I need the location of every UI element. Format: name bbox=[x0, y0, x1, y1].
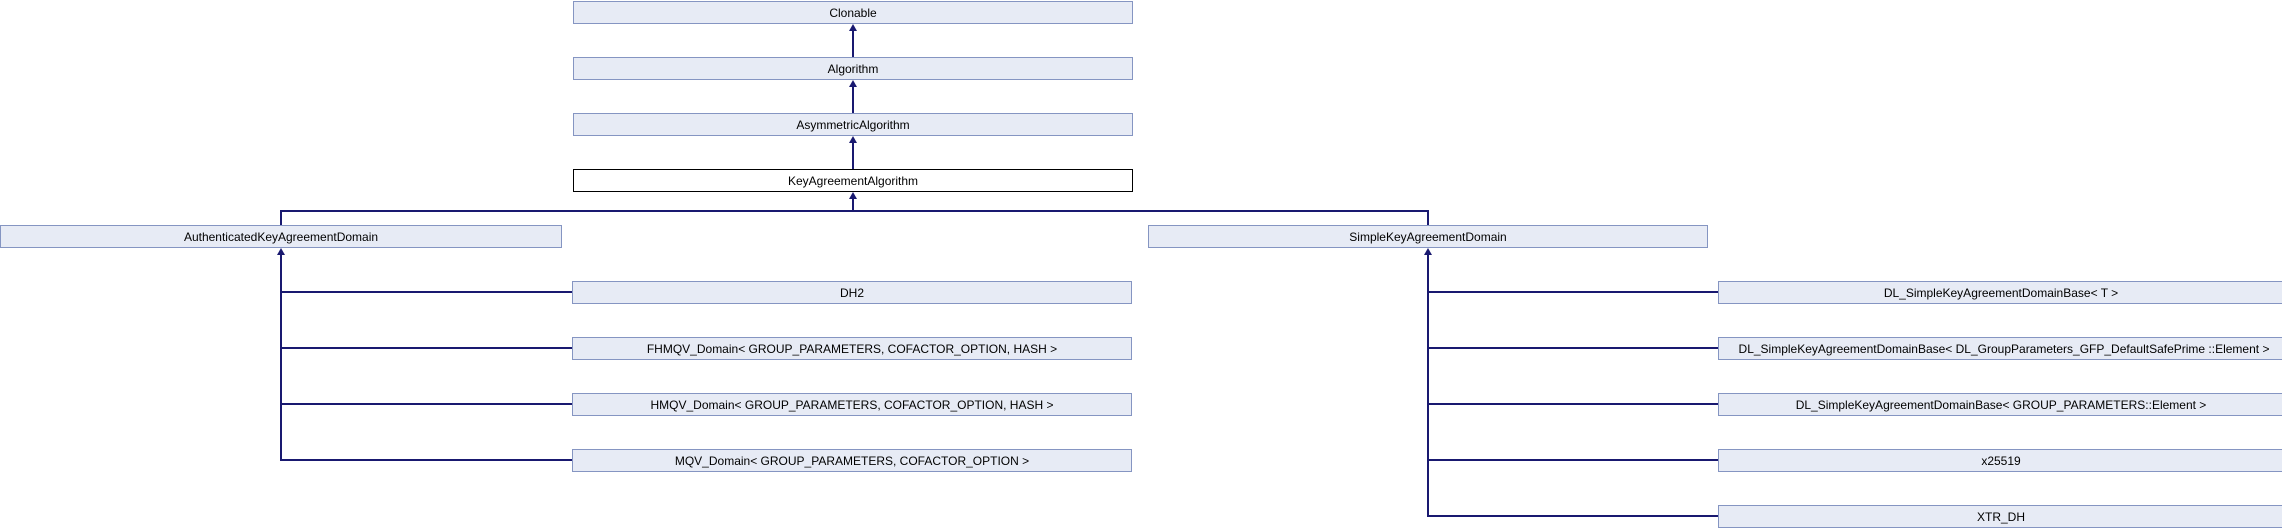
edge-drop-simple bbox=[1427, 210, 1429, 225]
node-xtr-dh[interactable]: XTR_DH bbox=[1718, 505, 2282, 528]
node-clonable[interactable]: Clonable bbox=[573, 1, 1133, 24]
arrowhead-children-to-authenticated bbox=[277, 248, 285, 255]
edge-branch-dl-base-gfp bbox=[1427, 347, 1718, 349]
edge-trunk-authenticated bbox=[280, 255, 282, 461]
node-hmqv-domain[interactable]: HMQV_Domain< GROUP_PARAMETERS, COFACTOR_… bbox=[572, 393, 1132, 416]
edge-trunk-simple bbox=[1427, 255, 1429, 517]
edge-branch-mqv bbox=[280, 459, 572, 461]
edge-keyagreement-to-asymmetric bbox=[852, 143, 854, 169]
node-dh2[interactable]: DH2 bbox=[572, 281, 1132, 304]
node-dl-simple-key-agreement-domain-base-gfp[interactable]: DL_SimpleKeyAgreementDomainBase< DL_Grou… bbox=[1718, 337, 2282, 360]
edge-branch-dl-base-element bbox=[1427, 403, 1718, 405]
arrowhead-algorithm-to-clonable bbox=[849, 24, 857, 31]
node-fhmqv-domain[interactable]: FHMQV_Domain< GROUP_PARAMETERS, COFACTOR… bbox=[572, 337, 1132, 360]
edge-branch-dl-base-t bbox=[1427, 291, 1718, 293]
node-mqv-domain[interactable]: MQV_Domain< GROUP_PARAMETERS, COFACTOR_O… bbox=[572, 449, 1132, 472]
node-asymmetric-algorithm[interactable]: AsymmetricAlgorithm bbox=[573, 113, 1133, 136]
edge-drop-authenticated bbox=[280, 210, 282, 225]
arrowhead-children-to-simple bbox=[1424, 248, 1432, 255]
node-simple-key-agreement-domain[interactable]: SimpleKeyAgreementDomain bbox=[1148, 225, 1708, 248]
arrowhead-keyagreement-to-asymmetric bbox=[849, 136, 857, 143]
edge-asymmetric-to-algorithm bbox=[852, 87, 854, 113]
node-authenticated-key-agreement-domain[interactable]: AuthenticatedKeyAgreementDomain bbox=[0, 225, 562, 248]
node-dl-simple-key-agreement-domain-base-t[interactable]: DL_SimpleKeyAgreementDomainBase< T > bbox=[1718, 281, 2282, 304]
node-x25519[interactable]: x25519 bbox=[1718, 449, 2282, 472]
edge-bus-domains bbox=[280, 210, 1429, 212]
node-key-agreement-algorithm: KeyAgreementAlgorithm bbox=[573, 169, 1133, 192]
edge-branch-x25519 bbox=[1427, 459, 1718, 461]
node-dl-simple-key-agreement-domain-base-element[interactable]: DL_SimpleKeyAgreementDomainBase< GROUP_P… bbox=[1718, 393, 2282, 416]
edge-branch-dh2 bbox=[280, 291, 572, 293]
edge-branch-xtr-dh bbox=[1427, 515, 1718, 517]
arrowhead-domains-to-keyagreement bbox=[849, 192, 857, 199]
arrowhead-asymmetric-to-algorithm bbox=[849, 80, 857, 87]
edge-branch-fhmqv bbox=[280, 347, 572, 349]
edge-stub-keyagreement bbox=[852, 199, 854, 211]
edge-algorithm-to-clonable bbox=[852, 31, 854, 57]
node-algorithm[interactable]: Algorithm bbox=[573, 57, 1133, 80]
edge-branch-hmqv bbox=[280, 403, 572, 405]
